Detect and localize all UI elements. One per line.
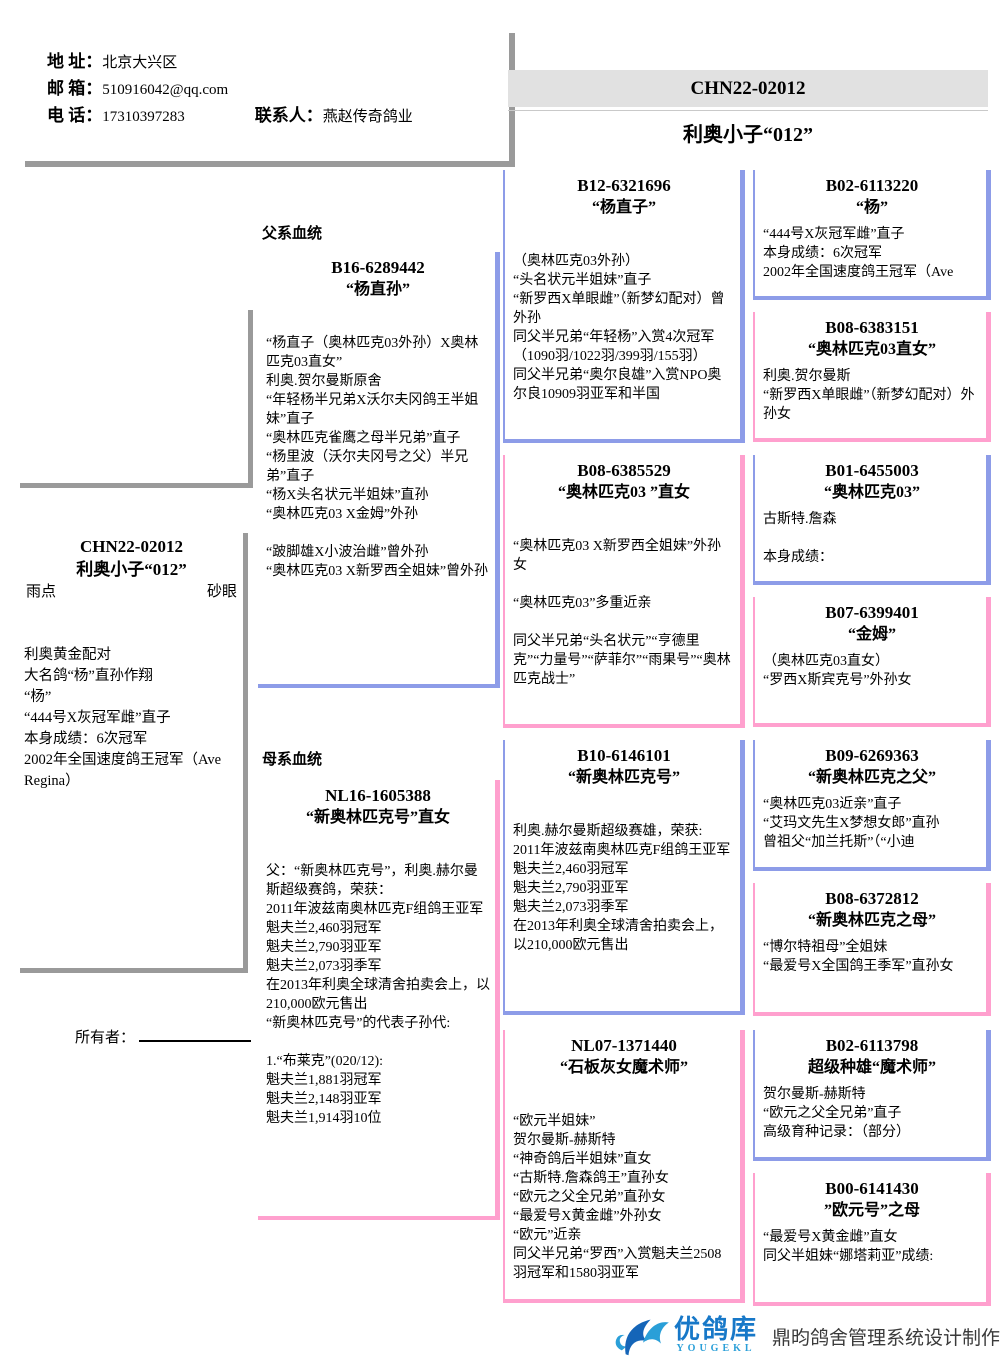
bird-notes: “杨直子（奥林匹克03外孙）X奥林匹克03直女” 利奥.贺尔曼斯原舍 “年轻杨半… [266,336,489,579]
bird-notes: （奥林匹克03直女） “罗西X斯宾克号”外孙女 [763,654,912,688]
bird-notes: “奥林匹克03 X新罗西全姐妹”外孙女 “奥林匹克03”多重近亲 同父半兄弟“头… [513,539,731,687]
bird-name: “新奥林匹克之母” [807,912,936,929]
pedigree-panel-g3-6: B08-6372812 “新奥林匹克之母” “博尔特祖母”全姐妹 “最爱号X全国… [753,883,991,1016]
pedigree-panel-g3-2: B08-6383151 “奥林匹克03直女” 利奥.贺尔曼斯 “新罗西X单眼雌”… [753,312,991,442]
bird-notes: 利奥.贺尔曼斯 “新罗西X单眼雌”（新梦幻配对）外孙女 [763,369,975,422]
dam-line-label: 母系血统 [262,752,323,768]
ring-number: NL07-1371440 [571,1036,677,1055]
address-label: 地 址： [47,52,103,71]
address-value: 北京大兴区 [102,55,178,71]
bird-notes: “444号X灰冠军雌”直子 本身成绩：6次冠军 2002年全国速度鸽王冠军（Av… [763,227,954,280]
brand-name-en: YOUGEKL [676,1343,756,1354]
main-bird-panel: CHN22-02012 利奥小子“012” 雨点 砂眼 利奥黄金配对 大名鸽“杨… [20,533,248,973]
yougekl-logo-icon [615,1319,669,1356]
bird-name: 超级种雄“魔术师” [807,1059,936,1076]
contact-person-label: 联系人： [254,106,323,125]
pedigree-panel-sire: B16-6289442 “杨直孙” “杨直子（奥林匹克03外孙）X奥林匹克03直… [258,252,500,688]
bird-notes: 古斯特.詹森 本身成绩： [763,512,837,565]
contact-box: 地 址：北京大兴区 邮 箱：510916042@qq.com 电 话：17310… [25,33,515,167]
phone-row: 电 话：17310397283 联系人：燕赵传奇鸽业 [47,103,509,130]
bird-name: “新奥林匹克号”直女 [305,809,450,826]
sire-connector-line [20,310,253,488]
eye-color: 砂眼 [206,584,237,600]
bird-name: “石板灰女魔术师” [559,1059,688,1076]
bird-name: “杨” [855,199,888,216]
main-bird-ring: CHN22-02012 [80,537,183,556]
bird-notes: “欧元半姐妹” 贺尔曼斯-赫斯特 “神奇鸽后半姐妹”直女 “古斯特.詹森鸽王”直… [513,1114,722,1281]
bird-name: “新奥林匹克之父” [807,769,936,786]
owner-signature-line [139,1027,252,1042]
pedigree-panel-sire-dam: B08-6385529 “奥林匹克03 ”直女 “奥林匹克03 X新罗西全姐妹”… [503,455,745,728]
bird-notes: 利奥.赫尔曼斯超级赛雄，荣获: 2011年波兹南奥林匹克F组鸽王亚军 魁夫兰2,… [513,824,731,953]
brand-name: 优鸽库 [674,1315,759,1344]
pedigree-panel-dam-dam: NL07-1371440 “石板灰女魔术师” “欧元半姐妹” 贺尔曼斯-赫斯特 … [503,1030,745,1303]
feather-color: 雨点 [26,584,57,600]
main-bird-traits-row: 雨点 砂眼 [24,581,239,603]
phone-label: 电 话： [47,106,103,125]
ring-number: B01-6455003 [825,461,919,480]
ring-number: B09-6269363 [825,746,919,765]
address-row: 地 址：北京大兴区 [47,49,509,76]
contact-person-value: 燕赵传奇鸽业 [322,109,413,125]
ring-number: B08-6372812 [825,889,919,908]
header-bird-name: 利奥小子“012” [683,124,813,146]
pedigree-panel-dam: NL16-1605388 “新奥林匹克号”直女 父：“新奥林匹克号”，利奥.赫尔… [258,780,500,1220]
pedigree-panel-g3-4: B07-6399401 “金姆” （奥林匹克03直女） “罗西X斯宾克号”外孙女 [753,597,991,727]
ring-number: B16-6289442 [331,258,425,277]
bird-notes: 父：“新奥林匹克号”，利奥.赫尔曼斯超级赛鸽，荣获： 2011年波兹南奥林匹克F… [266,864,490,1126]
ring-number: B10-6146101 [577,746,671,765]
ring-number: B07-6399401 [825,603,919,622]
pedigree-panel-g3-8: B00-6141430 ”欧元号”之母 “最爱号X黄金雌”直女 同父半姐妹“娜塔… [753,1173,991,1306]
bird-name: “杨直子” [591,199,656,216]
bird-name: “金姆” [847,626,896,643]
ring-number: NL16-1605388 [325,786,431,805]
pedigree-panel-g3-5: B09-6269363 “新奥林匹克之父” “奥林匹克03近亲”直子 “艾玛文先… [753,740,991,871]
ring-number: B00-6141430 [825,1179,919,1198]
credit-text: 鼎昀鸽舍管理系统设计制作 [772,1327,1001,1349]
main-bird-name: 利奥小子“012” [76,560,187,579]
brand-block: 优鸽库 YOUGEKL [674,1317,758,1355]
ring-number: B12-6321696 [577,176,671,195]
ring-number: B08-6383151 [825,318,919,337]
header-ring-number: CHN22-02012 [508,70,988,107]
ring-number: B02-6113220 [825,176,919,195]
bird-notes: “最爱号X黄金雌”直女 同父半姐妹“娜塔莉亚”成绩: [763,1230,934,1264]
phone-value: 17310397283 [102,109,185,125]
header-divider [508,110,988,111]
footer: 优鸽库 YOUGEKL 鼎昀鸽舍管理系统设计制作 [612,1312,1000,1360]
email-value: 510916042@qq.com [102,82,229,98]
bird-name: “杨直孙” [345,281,410,298]
bird-name: “新奥林匹克号” [567,769,680,786]
main-bird-notes: 利奥黄金配对 大名鸽“杨”直孙作翔 “杨” “444号X灰冠军雌”直子 本身成绩… [24,647,222,789]
pedigree-panel-g3-7: B02-6113798 超级种雄“魔术师” 贺尔曼斯-赫斯特 “欧元之父全兄弟”… [753,1030,991,1161]
owner-label: 所有者： [75,1030,136,1046]
pedigree-panel-sire-sire: B12-6321696 “杨直子” （奥林匹克03外孙） “头名状元半姐妹”直子… [503,170,745,443]
bird-notes: 贺尔曼斯-赫斯特 “欧元之父全兄弟”直子 高级育种记录：（部分） [763,1087,910,1140]
bird-notes: “奥林匹克03近亲”直子 “艾玛文先生X梦想女郎”直孙 曾祖父“加兰托斯”（“小… [763,797,940,850]
ring-number: B02-6113798 [825,1036,919,1055]
email-label: 邮 箱： [47,79,103,98]
pedigree-panel-g3-3: B01-6455003 “奥林匹克03” 古斯特.詹森 本身成绩： [753,455,991,585]
pedigree-panel-dam-sire: B10-6146101 “新奥林匹克号” 利奥.赫尔曼斯超级赛雄，荣获: 201… [503,740,745,1015]
email-row: 邮 箱：510916042@qq.com [47,76,509,103]
bird-name: ”欧元号”之母 [823,1202,920,1219]
bird-name: “奥林匹克03直女” [807,341,936,358]
bird-notes: “博尔特祖母”全姐妹 “最爱号X全国鸽王季军”直孙女 [763,940,954,974]
bird-notes: （奥林匹克03外孙） “头名状元半姐妹”直子 “新罗西X单眼雌”（新梦幻配对）曾… [513,254,725,402]
bird-name: “奥林匹克03 ”直女 [557,484,690,501]
pedigree-panel-g3-1: B02-6113220 “杨” “444号X灰冠军雌”直子 本身成绩：6次冠军 … [753,170,991,300]
ring-number: B08-6385529 [577,461,671,480]
sire-line-label: 父系血统 [262,226,323,242]
bird-name: “奥林匹克03” [823,484,920,501]
owner-row: 所有者： [75,1026,252,1047]
